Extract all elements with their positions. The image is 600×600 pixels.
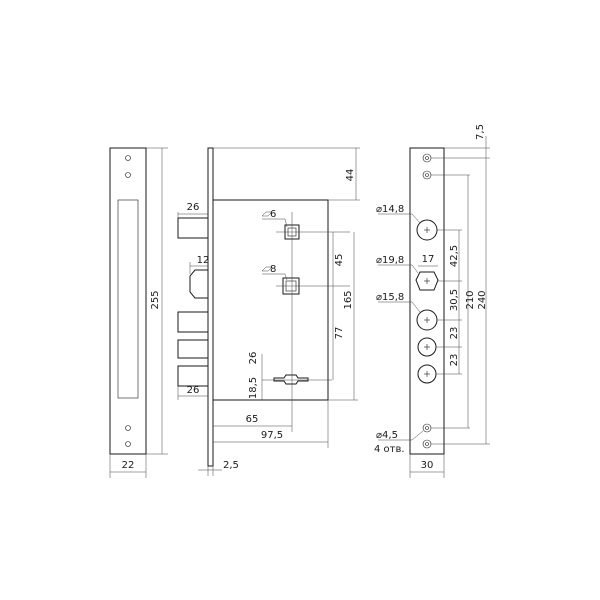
faceplate-screw-hole [125,425,131,431]
faceplate-window [117,199,139,399]
strike-spacing-3-label: 23 [449,327,460,340]
depth-label: 97,5 [261,430,283,441]
faceplate-screw-hole [125,155,131,161]
body-height-label: 165 [343,290,354,309]
bolt-middle-2 [177,339,209,359]
strike-spacing-2-label: 30,5 [449,289,460,311]
key-to-bolt-label: 26 [248,352,259,365]
strike-hole-2-label: ⌀19,8 [376,255,404,266]
strike-spacing-4-label: 23 [449,354,460,367]
strike-span-210-label: 210 [465,290,476,309]
faceplate-outline [109,147,147,455]
strike-plate: 42,5 30,5 23 23 210 240 7,5 30 ⌀14,8 ⌀19… [374,124,490,478]
strike-hole-2 [415,271,439,291]
strike-hole-2-width-label: 17 [422,254,435,265]
keyhole [273,374,309,385]
forend-plate [207,147,214,467]
latch-length-label: 12 [197,255,210,266]
strike-width-label: 30 [421,460,434,471]
backset-label: 65 [246,414,259,425]
mount-hole-count-label: 4 отв. [374,444,405,455]
left-faceplate: 255 22 [109,147,168,478]
strike-top-offset-label: 7,5 [475,124,486,140]
faceplate-height-label: 255 [150,290,161,309]
strike-plate-outline [409,147,445,455]
faceplate-width-label: 22 [122,460,135,471]
bolt-length-top-label: 26 [187,202,200,213]
square-spacing-label: 45 [334,254,345,267]
lock-body: 44 26 12 26 6 8 45 77 [177,147,360,476]
strike-hole-3-label: ⌀15,8 [376,292,404,303]
bottom-offset-label: 18,5 [248,377,259,399]
square-small-callout: 6 [261,209,288,228]
bolt-bottom [177,365,209,387]
square-large-callout: 8 [261,264,288,281]
square-large-label: 8 [270,264,276,275]
mount-hole [422,153,432,163]
bolt-middle-1 [177,311,209,333]
strike-span-240-label: 240 [477,290,488,309]
bolt-top [177,217,209,239]
strike-hole-1-label: ⌀14,8 [376,204,404,215]
faceplate-screw-hole [125,172,131,178]
lock-case [212,199,329,401]
mount-hole [422,439,432,449]
square-small-label: 6 [270,209,276,220]
spindle-to-key-label: 77 [334,327,345,340]
top-offset-label: 44 [345,169,356,182]
bolt-length-bottom-label: 26 [187,385,200,396]
mount-hole [422,423,432,433]
mount-hole-diameter-label: ⌀4,5 [376,430,398,441]
faceplate-screw-hole [125,441,131,447]
mount-hole [422,170,432,180]
strike-spacing-1-label: 42,5 [449,245,460,267]
latch-bolt [189,269,209,299]
plate-thickness-label: 2,5 [223,460,239,471]
